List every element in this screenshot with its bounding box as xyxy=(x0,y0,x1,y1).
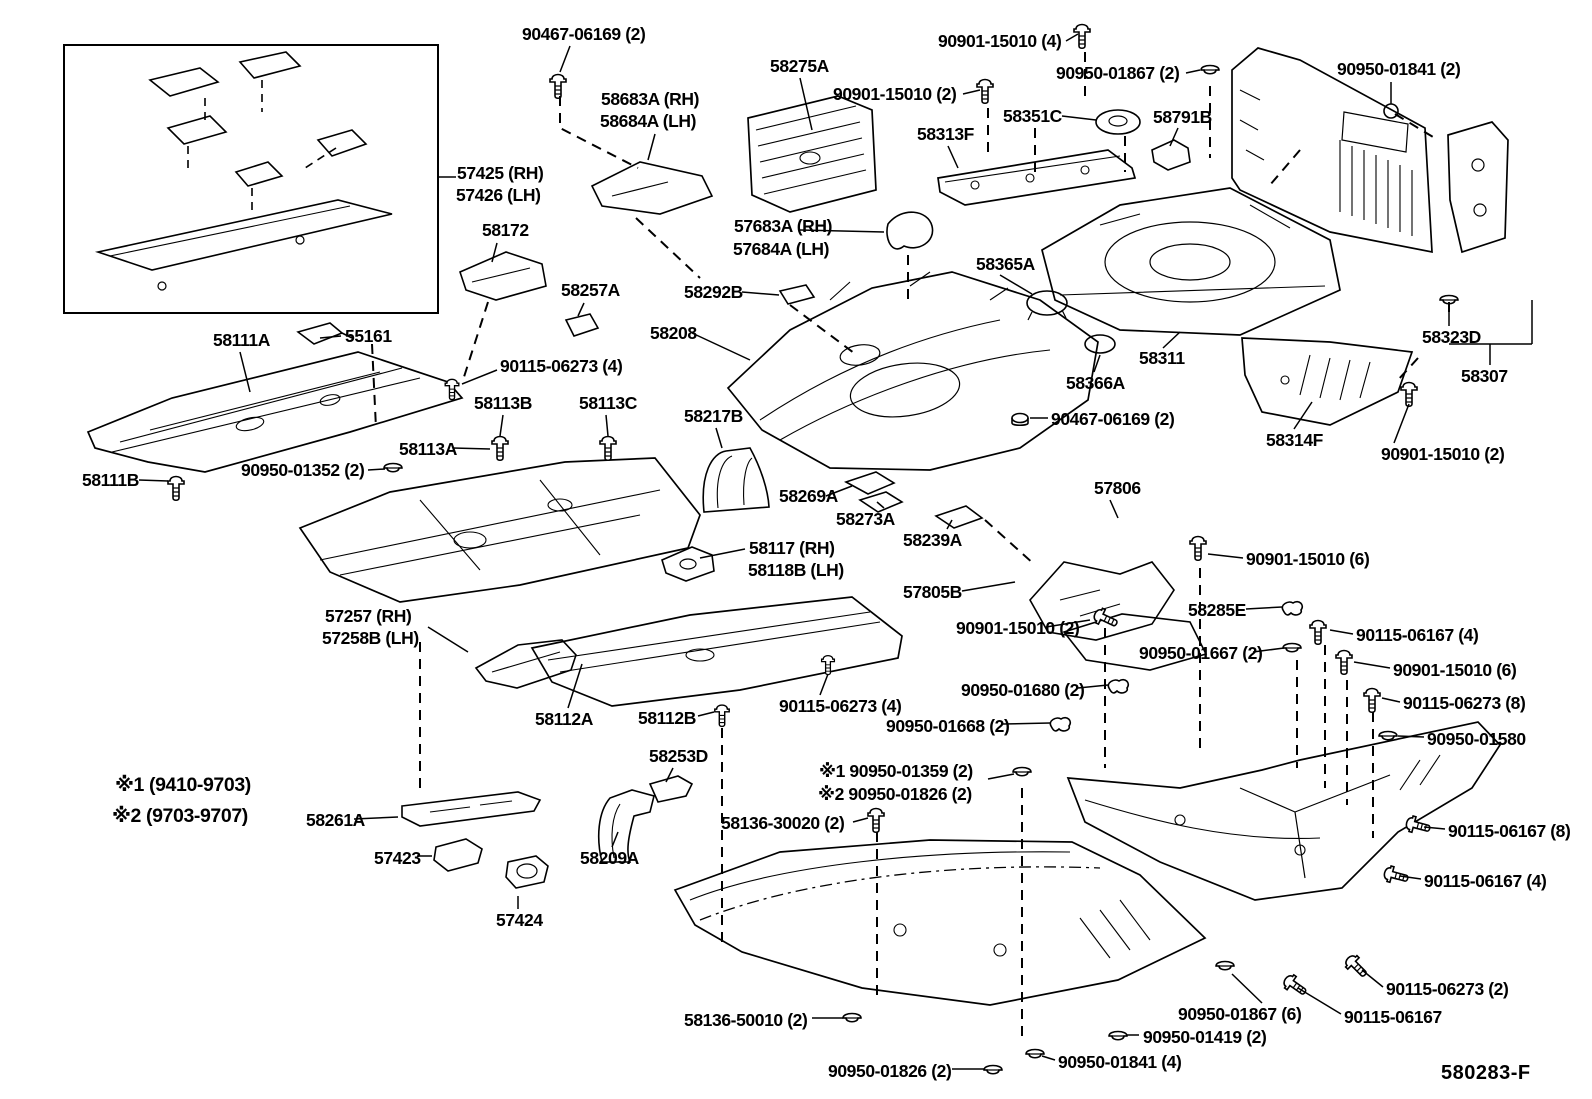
part-label: 58285E xyxy=(1188,600,1246,620)
assembly-dashed-lines xyxy=(371,52,1450,1036)
part-label: 58273A xyxy=(836,509,895,529)
part-label: 58275A xyxy=(770,56,829,76)
part-label: 90115-06273 (8) xyxy=(1403,693,1526,713)
inset-parts-drawing xyxy=(94,51,393,291)
part-label: 58269A xyxy=(779,486,838,506)
part-label: 57806 xyxy=(1094,478,1141,498)
part-label: 58172 xyxy=(482,220,529,240)
front-floor-side-panel-drawing xyxy=(86,351,464,473)
part-label: 57684A (LH) xyxy=(733,239,830,259)
rear-floor-crossmember-drawing xyxy=(937,149,1137,206)
part-label: 90950-01580 xyxy=(1427,729,1526,749)
part-label: 90115-06167 (4) xyxy=(1424,871,1547,891)
part-label: 90901-15010 (2) xyxy=(1381,444,1505,464)
part-label: 58253D xyxy=(649,746,708,766)
part-label: 90115-06167 xyxy=(1344,1007,1442,1027)
part-label: 90901-15010 (6) xyxy=(1393,660,1517,680)
part-label: 57426 (LH) xyxy=(456,185,541,205)
rear-floor-pan-2-drawing xyxy=(1041,187,1341,336)
part-label: ※1 90950-01359 (2) xyxy=(819,761,973,781)
part-label: 90115-06167 (4) xyxy=(1356,625,1479,645)
part-label: 90115-06273 (4) xyxy=(779,696,902,716)
part-label: 90467-06169 (2) xyxy=(522,24,646,44)
part-label: 57257 (RH) xyxy=(325,606,412,626)
part-label: 90115-06273 (2) xyxy=(1386,979,1509,999)
part-label: 90950-01867 (6) xyxy=(1178,1004,1302,1024)
part-label: 58366A xyxy=(1066,373,1125,393)
part-label: 90950-01352 (2) xyxy=(241,460,365,480)
footnote-1: ※1 (9410-9703) xyxy=(115,774,251,796)
part-label: 58683A (RH) xyxy=(601,89,700,109)
leader-lines xyxy=(138,33,1533,1070)
part-label: 58111B xyxy=(82,470,139,490)
diagram-code: 580283-F xyxy=(1441,1062,1531,1084)
part-label: 58307 xyxy=(1461,366,1508,386)
part-label: 57424 xyxy=(496,910,543,930)
part-label: 57683A (RH) xyxy=(734,216,833,236)
part-label: 90950-01667 (2) xyxy=(1139,643,1263,663)
footnote-2: ※2 (9703-9707) xyxy=(112,805,248,827)
part-label: 58118B (LH) xyxy=(748,560,844,580)
part-label: 90115-06167 (8) xyxy=(1448,821,1571,841)
part-label: 58136-30020 (2) xyxy=(721,813,845,833)
part-label: 57423 xyxy=(374,848,421,868)
part-label: 58365A xyxy=(976,254,1035,274)
part-label: 58112B xyxy=(638,708,696,728)
part-label: ※2 90950-01826 (2) xyxy=(818,784,972,804)
part-label: 90115-06273 (4) xyxy=(500,356,623,376)
part-label: 55161 xyxy=(345,326,392,346)
part-label: 90950-01419 (2) xyxy=(1143,1027,1267,1047)
rear-floor-pan-drawing xyxy=(726,271,1099,471)
part-label: 57805B xyxy=(903,582,962,602)
floor-silencer-sheet-drawing xyxy=(747,95,877,213)
part-label: 58113A xyxy=(399,439,457,459)
part-label: 58314F xyxy=(1266,430,1323,450)
part-label: 58292B xyxy=(684,282,743,302)
part-label: 90950-01668 (2) xyxy=(886,716,1010,736)
part-label: 90950-01826 (2) xyxy=(828,1061,952,1081)
part-label: 58313F xyxy=(917,124,974,144)
part-label: 90950-01680 (2) xyxy=(961,680,1085,700)
part-label: 90901-15010 (2) xyxy=(833,84,957,104)
part-label: 58217B xyxy=(684,406,743,426)
part-label: 58323D xyxy=(1422,327,1481,347)
part-label: 58112A xyxy=(535,709,593,729)
part-label: 58311 xyxy=(1139,348,1185,368)
part-label: 58113C xyxy=(579,393,637,413)
part-label: 90467-06169 (2) xyxy=(1051,409,1175,429)
front-floor-under-cover-drawing xyxy=(673,839,1207,1006)
part-label: 58136-50010 (2) xyxy=(684,1010,808,1030)
part-label: 58117 (RH) xyxy=(749,538,835,558)
back-panel-side-bracket-drawing xyxy=(1447,121,1509,254)
part-label: 58257A xyxy=(561,280,620,300)
rear-end-panel-drawing xyxy=(1231,47,1433,254)
part-label: 58351C xyxy=(1003,106,1062,126)
part-label: 58684A (LH) xyxy=(600,111,697,131)
part-label: 90950-01867 (2) xyxy=(1056,63,1180,83)
front-floor-pan-drawing xyxy=(298,457,701,603)
rear-floor-heat-insulator-drawing xyxy=(1241,337,1414,426)
part-label: 90950-01841 (2) xyxy=(1337,59,1461,79)
part-label: 58208 xyxy=(650,323,697,343)
part-label: 90950-01841 (4) xyxy=(1058,1052,1182,1072)
part-label: 57425 (RH) xyxy=(457,163,544,183)
inset-panel-box xyxy=(63,44,439,314)
part-label: 58111A xyxy=(213,330,270,350)
part-label: 58791B xyxy=(1153,107,1212,127)
part-label: 90901-15010 (6) xyxy=(1246,549,1370,569)
part-label: 58209A xyxy=(580,848,639,868)
small-parts-drawing xyxy=(296,103,1399,889)
part-label: 58113B xyxy=(474,393,532,413)
part-label: 57258B (LH) xyxy=(322,628,419,648)
part-label: 58261A xyxy=(306,810,365,830)
part-label: 90901-15010 (4) xyxy=(938,31,1062,51)
rear-floor-under-cover-drawing xyxy=(1066,721,1502,901)
front-floor-center-panel-drawing xyxy=(530,596,903,707)
part-label: 90901-15010 (2) xyxy=(956,618,1080,638)
part-label: 58239A xyxy=(903,530,962,550)
